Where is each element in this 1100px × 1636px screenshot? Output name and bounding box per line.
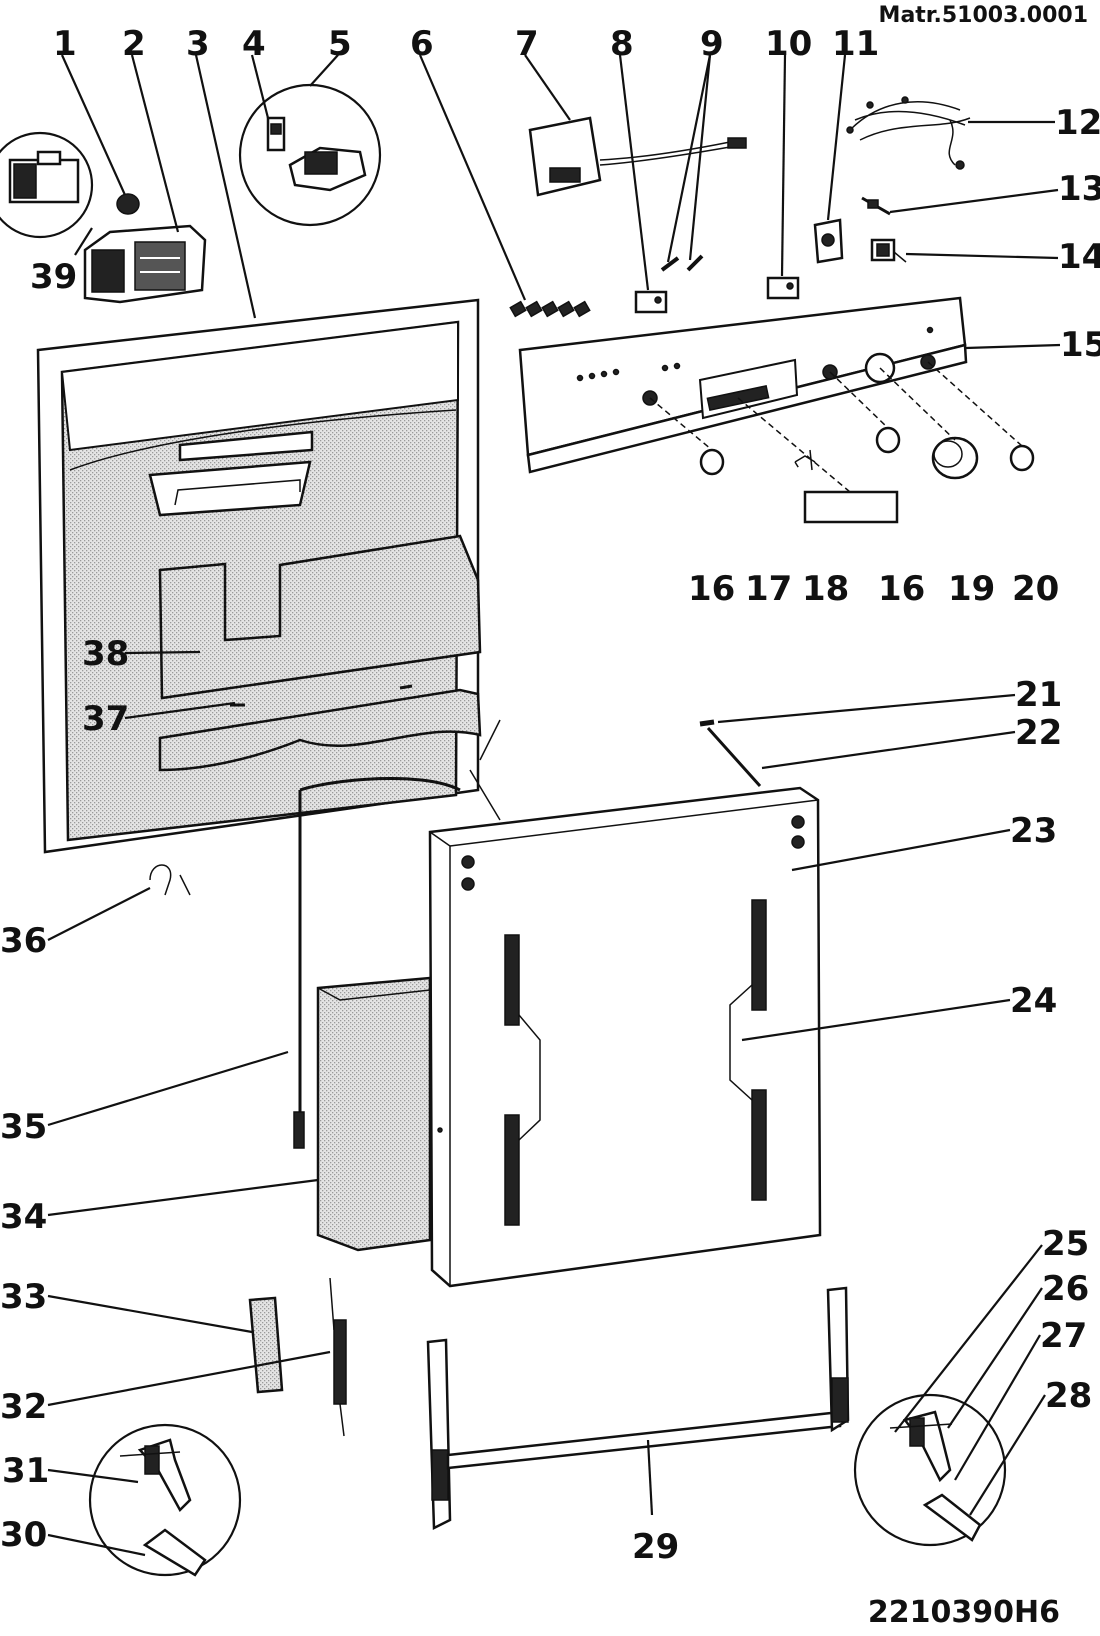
part-6-buttons (509, 300, 591, 318)
label-28: 28 (1045, 1376, 1092, 1416)
part-4-microswitch (266, 116, 286, 152)
label-16a: 16 (688, 569, 735, 609)
label-6: 6 (410, 24, 434, 64)
label-29: 29 (632, 1527, 679, 1567)
part-20-button (1009, 444, 1035, 472)
label-11: 11 (832, 24, 879, 64)
label-26: 26 (1042, 1269, 1089, 1309)
part-labels: 1 2 3 4 5 6 7 8 9 10 11 12 13 14 15 16 1… (0, 24, 1100, 1567)
label-38: 38 (82, 634, 129, 674)
part-31-30-hinge-detail (88, 1423, 242, 1577)
part-10-pcb (766, 276, 800, 300)
part-2-latch-body (83, 224, 207, 304)
part-14-switch (870, 238, 907, 263)
label-20: 20 (1012, 569, 1059, 609)
label-14: 14 (1058, 237, 1100, 277)
header-code: Matr.51003.0001 (879, 3, 1088, 28)
footer-code: 2210390H6 (868, 1595, 1060, 1630)
label-18: 18 (802, 569, 849, 609)
part-22-rod (706, 726, 762, 788)
label-7: 7 (515, 24, 539, 64)
part-24-bracket-right (729, 899, 767, 1201)
part-18-display-cover (803, 490, 899, 524)
part-23-outer-door (428, 786, 822, 1288)
label-19: 19 (948, 569, 995, 609)
part-9-leds (660, 254, 704, 272)
label-25: 25 (1042, 1224, 1089, 1264)
label-15: 15 (1060, 325, 1100, 365)
label-9: 9 (700, 24, 724, 64)
part-15-control-panel (518, 296, 968, 474)
leader-lines (47, 54, 1061, 1557)
label-13: 13 (1058, 169, 1100, 209)
part-21-pin (699, 719, 715, 727)
part-32-spring (329, 1277, 347, 1437)
part-25-28-hinge-detail (853, 1393, 1007, 1547)
part-12-wiring-harness (846, 96, 971, 170)
label-35: 35 (0, 1107, 47, 1147)
part-34-insulation-block (316, 976, 432, 1252)
label-2: 2 (122, 24, 146, 64)
part-13-connector (861, 196, 891, 216)
label-33: 33 (0, 1277, 47, 1317)
label-5: 5 (328, 24, 352, 64)
label-12: 12 (1055, 103, 1100, 143)
label-22: 22 (1015, 713, 1062, 753)
label-1: 1 (53, 24, 77, 64)
part-38-insulation-panel (158, 534, 482, 700)
part-8-pcb (634, 290, 668, 314)
part-37-lower-rail (158, 684, 482, 772)
part-16-button-left (699, 448, 725, 476)
label-3: 3 (186, 24, 210, 64)
label-37: 37 (82, 699, 129, 739)
label-8: 8 (610, 24, 634, 64)
label-36: 36 (0, 921, 47, 961)
label-27: 27 (1040, 1316, 1087, 1356)
label-34: 34 (0, 1197, 47, 1237)
label-10: 10 (765, 24, 812, 64)
label-23: 23 (1010, 811, 1057, 851)
part-11-selector (813, 218, 844, 264)
label-31: 31 (2, 1451, 49, 1491)
part-7-control-board (528, 116, 747, 197)
label-17: 17 (745, 569, 792, 609)
label-4: 4 (242, 24, 266, 64)
part-16-button-right (875, 426, 901, 454)
part-39-latch-detail (0, 131, 94, 239)
part-5-detail (238, 83, 382, 227)
label-30: 30 (0, 1515, 47, 1555)
part-33-tube (248, 1296, 284, 1394)
part-36-clip (149, 864, 191, 896)
label-24: 24 (1010, 981, 1057, 1021)
label-32: 32 (0, 1387, 47, 1427)
label-39: 39 (30, 257, 77, 297)
part-29-hinge-bar (426, 1286, 850, 1530)
label-16b: 16 (878, 569, 925, 609)
part-1-knob (116, 193, 140, 215)
label-21: 21 (1015, 675, 1062, 715)
part-19-knob (931, 436, 979, 480)
part-35-cable (293, 719, 501, 1149)
part-24-bracket-left (504, 934, 541, 1226)
